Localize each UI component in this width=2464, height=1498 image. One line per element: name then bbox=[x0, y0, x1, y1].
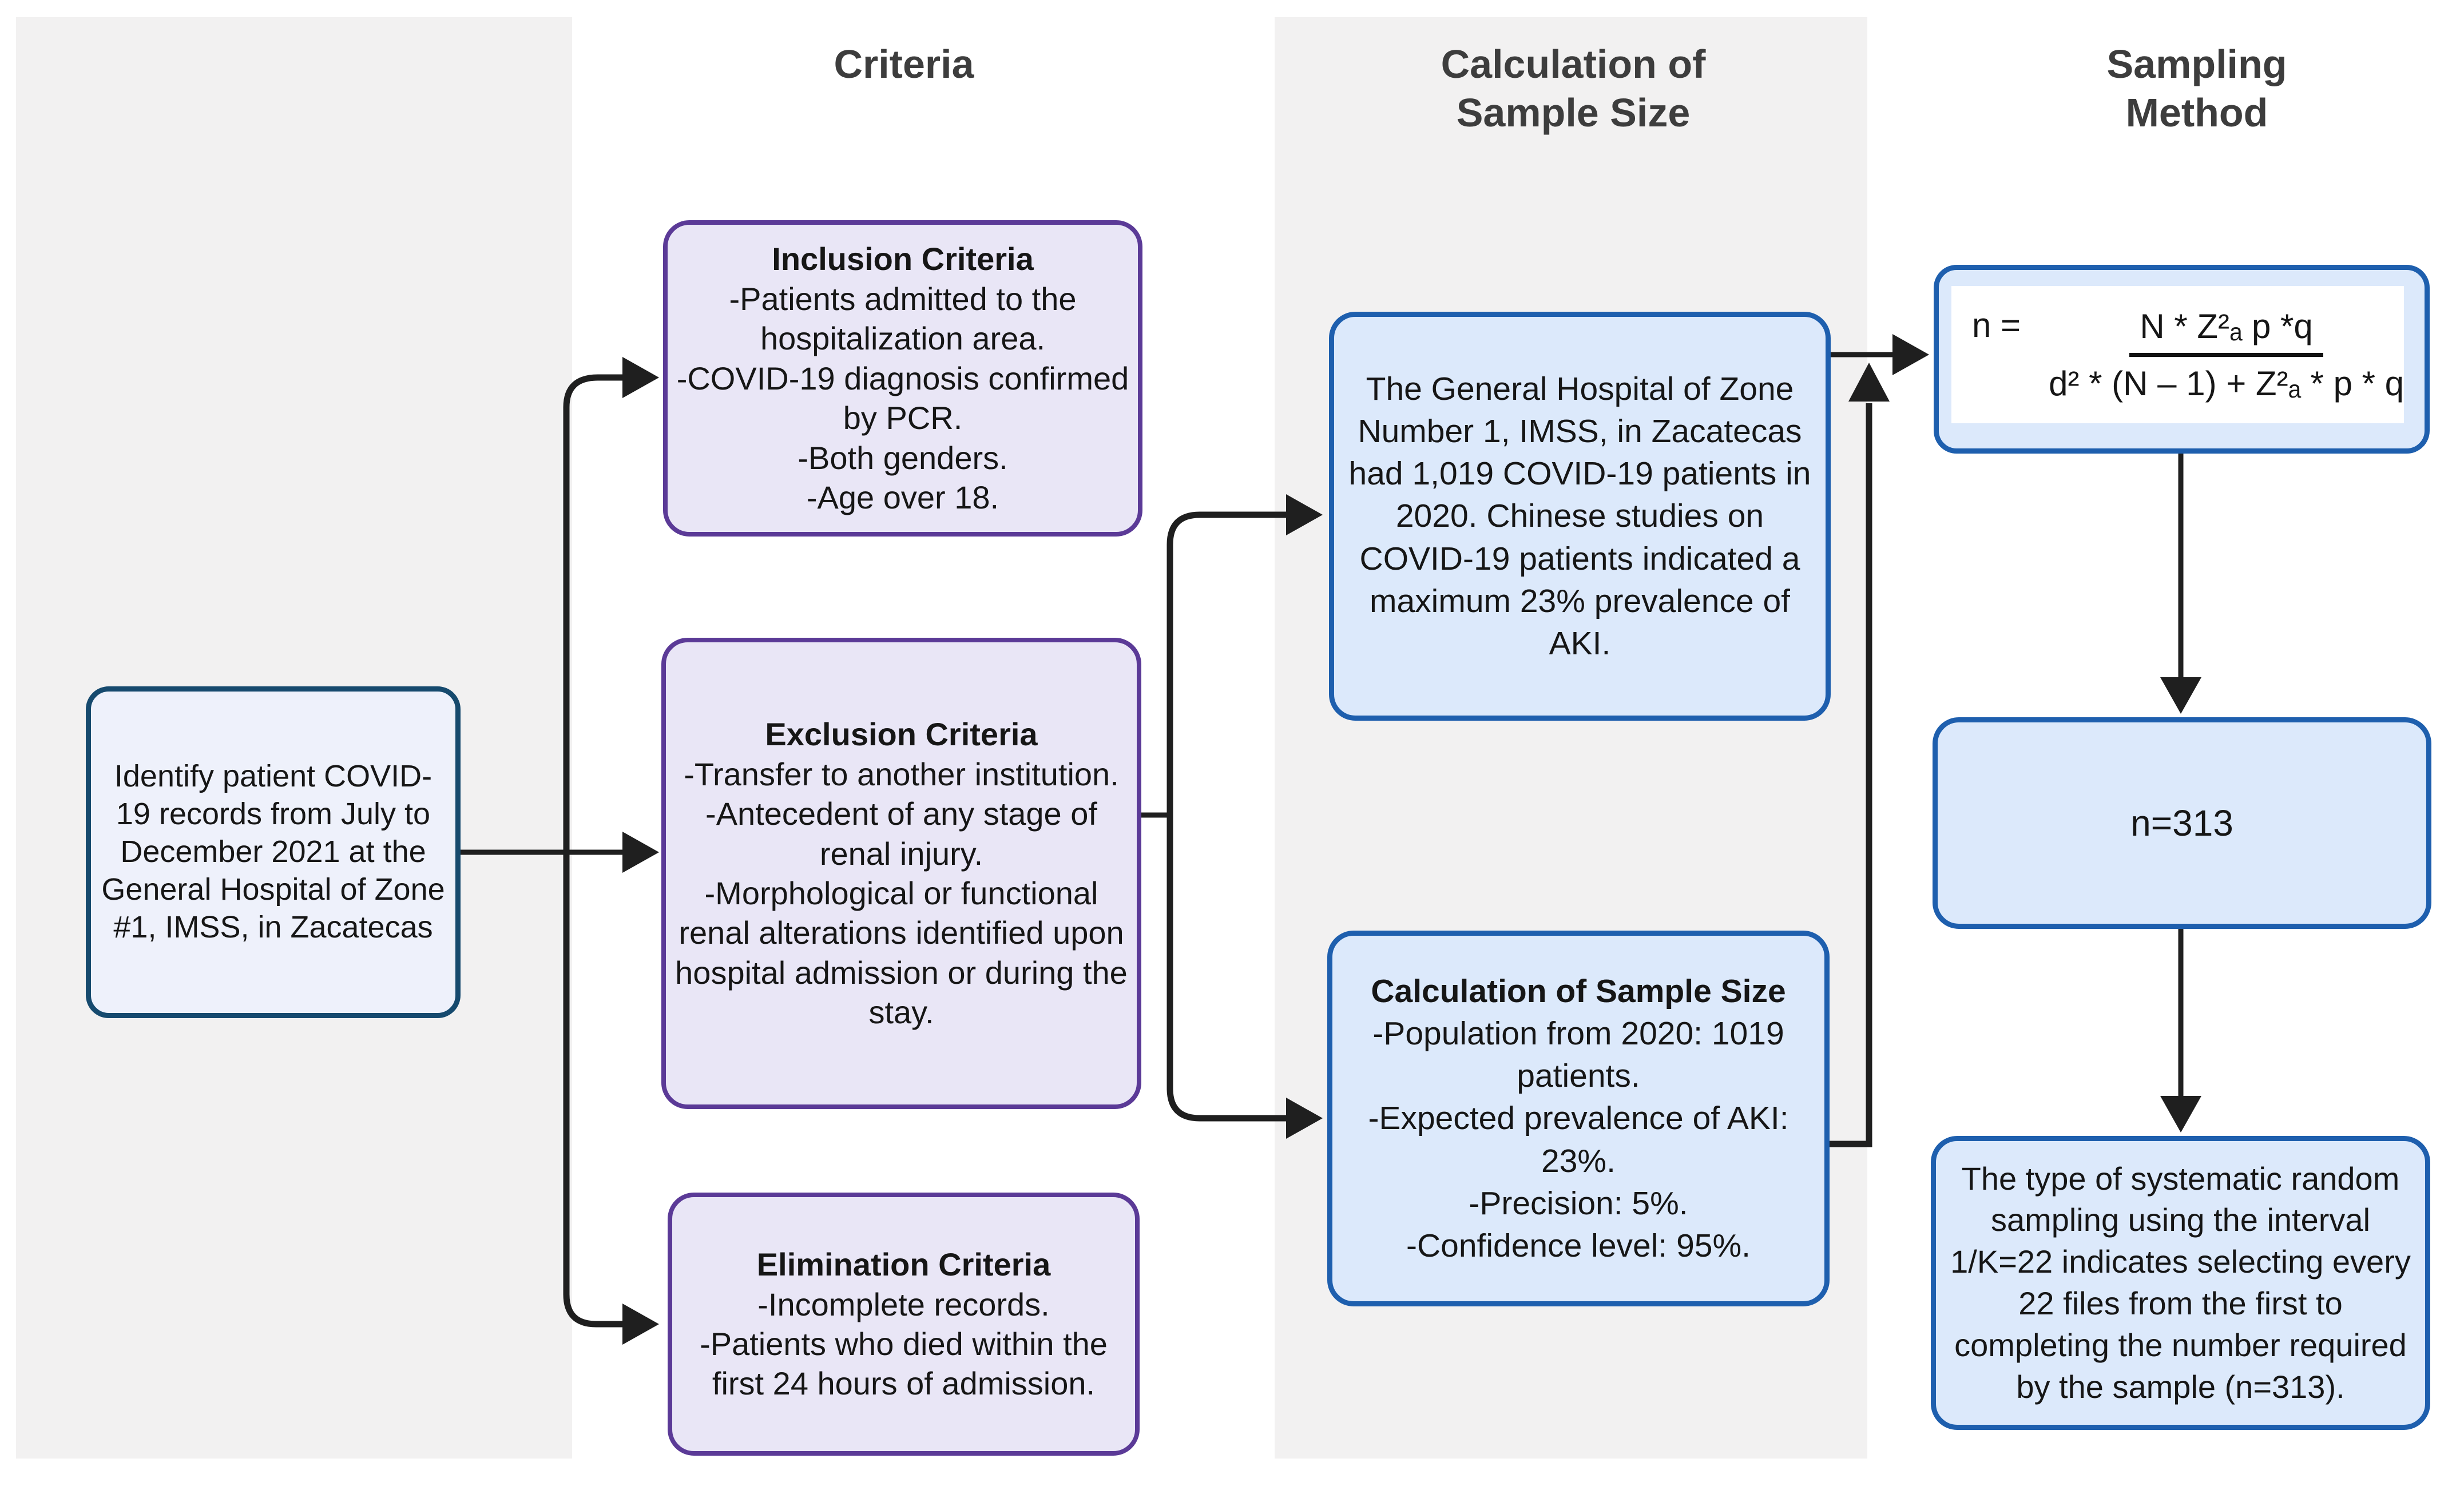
formula-denominator: d² * (N – 1) + Z²ₐ * p * q bbox=[2049, 364, 2404, 403]
hospital-population-text: The General Hospital of Zone Number 1, I… bbox=[1348, 371, 1811, 662]
trunk-calculation-split bbox=[1166, 511, 1287, 1122]
identify-records-text: Identify patient COVID-19 records from J… bbox=[101, 759, 445, 944]
sampling-method-text: The type of systematic random sampling u… bbox=[1950, 1160, 2411, 1405]
sampling-method-box: The type of systematic random sampling u… bbox=[1931, 1136, 2430, 1430]
exclusion-criteria-box: Exclusion Criteria -Transfer to another … bbox=[661, 638, 1141, 1109]
sample-size-calculation-title: Calculation of Sample Size bbox=[1371, 973, 1786, 1010]
formula-fraction: N * Z²ₐ p *q d² * (N – 1) + Z²ₐ * p * q bbox=[2049, 307, 2404, 403]
arrowhead-to-elimination bbox=[622, 1304, 659, 1345]
column-header-calculation: Calculation of Sample Size bbox=[1441, 42, 1706, 136]
arrowhead-to-sampling bbox=[2160, 1096, 2201, 1133]
sample-size-calculation-items: -Population from 2020: 1019 patients. -E… bbox=[1368, 1015, 1789, 1264]
arrowhead-to-formula bbox=[1892, 334, 1929, 375]
sample-size-calculation-box: Calculation of Sample Size -Population f… bbox=[1327, 931, 1830, 1306]
exclusion-criteria-title: Exclusion Criteria bbox=[765, 716, 1038, 753]
column-header-criteria: Criteria bbox=[834, 42, 974, 86]
hospital-population-box: The General Hospital of Zone Number 1, I… bbox=[1329, 312, 1831, 721]
elimination-criteria-items: -Incomplete records. -Patients who died … bbox=[700, 1286, 1108, 1402]
arrowhead-to-inclusion bbox=[622, 357, 659, 398]
formula-numerator: N * Z²ₐ p *q bbox=[2129, 307, 2323, 357]
inclusion-criteria-items: -Patients admitted to the hospitalizatio… bbox=[676, 280, 1129, 516]
sample-size-result-text: n=313 bbox=[2130, 802, 2233, 844]
identify-records-box: Identify patient COVID-19 records from J… bbox=[86, 686, 461, 1018]
formula-lhs: n = bbox=[1972, 305, 2021, 344]
elimination-criteria-box: Elimination Criteria -Incomplete records… bbox=[668, 1193, 1140, 1456]
elimination-criteria-title: Elimination Criteria bbox=[756, 1246, 1051, 1283]
inclusion-criteria-title: Inclusion Criteria bbox=[772, 241, 1034, 277]
column-header-sampling: Sampling Method bbox=[2106, 42, 2287, 136]
formula-panel: n = N * Z²ₐ p *q d² * (N – 1) + Z²ₐ * p … bbox=[1951, 286, 2404, 423]
arrowhead-to-n bbox=[2160, 677, 2201, 714]
sample-size-formula-box: n = N * Z²ₐ p *q d² * (N – 1) + Z²ₐ * p … bbox=[1934, 265, 2430, 454]
arrowhead-to-exclusion bbox=[622, 832, 659, 873]
sample-size-result-box: n=313 bbox=[1933, 717, 2431, 929]
exclusion-criteria-items: -Transfer to another institution. -Antec… bbox=[675, 756, 1128, 1031]
trunk-criteria-split bbox=[563, 374, 624, 1328]
inclusion-criteria-box: Inclusion Criteria -Patients admitted to… bbox=[663, 220, 1142, 537]
